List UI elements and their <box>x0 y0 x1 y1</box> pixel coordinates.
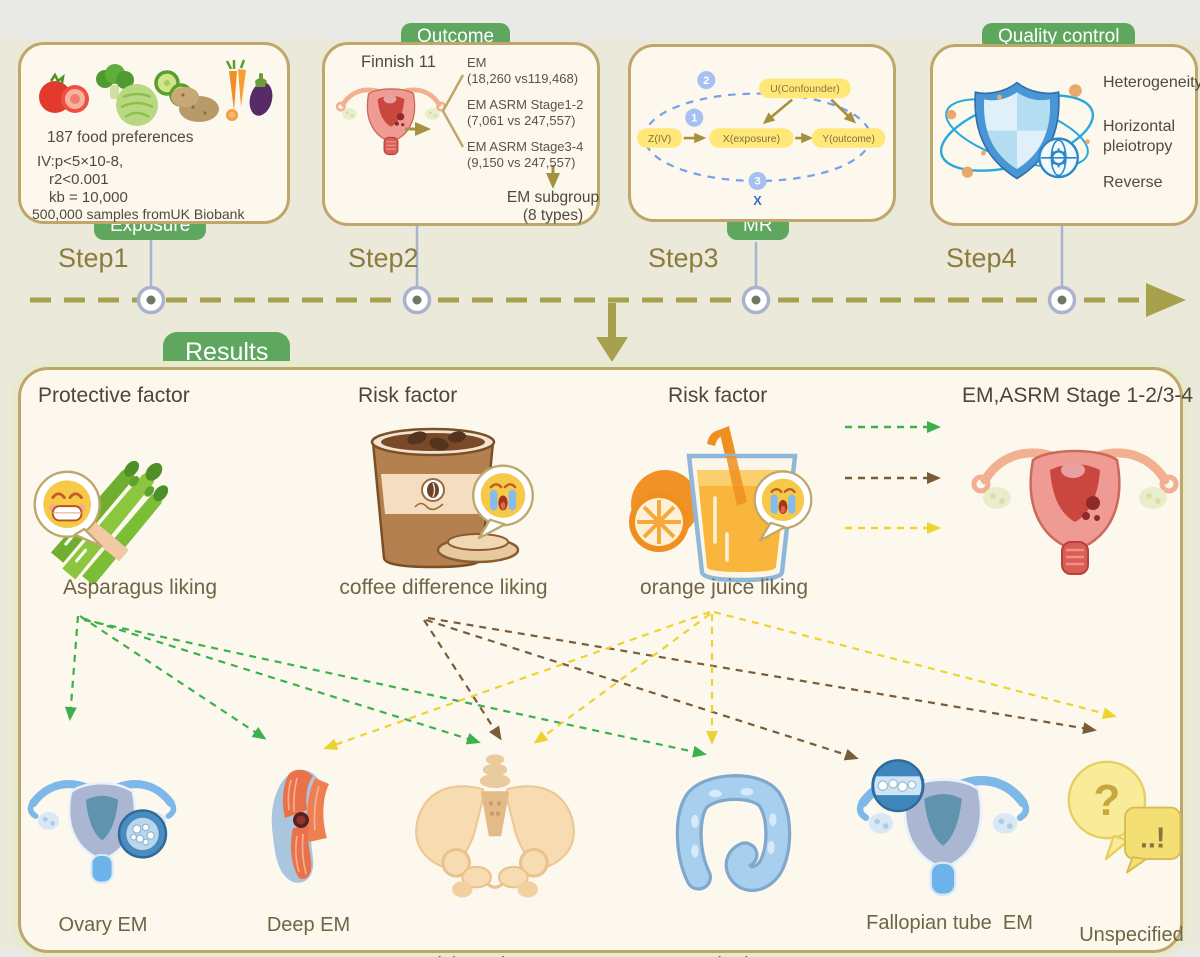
unspecified-illustration: ? ..! <box>1067 760 1182 874</box>
svg-text:U(Confounder): U(Confounder) <box>770 83 840 95</box>
results-box: Protective factor Risk factor Risk facto… <box>18 367 1193 957</box>
dag-node-confounder: U(Confounder) <box>759 78 851 99</box>
step2-label: Step2 <box>348 243 419 273</box>
svg-text:Y(outcome): Y(outcome) <box>822 134 875 145</box>
uterus-illustration <box>337 89 445 155</box>
panel-exposure: 187 food preferences IV:p<5×10-8, r2<0.0… <box>18 42 290 224</box>
dag-blocked-x-mark: X <box>753 193 762 208</box>
step4-label: Step4 <box>946 243 1017 273</box>
deep-em-illustration <box>271 769 329 883</box>
outcome-sample: (9,150 vs 247,557) <box>467 155 576 170</box>
risk-heading-coffee: Risk factor <box>358 384 458 407</box>
step3-label: Step3 <box>648 243 719 273</box>
outcome-graphics <box>325 74 560 189</box>
exposure-line: kb = 10,000 <box>49 189 128 206</box>
outcome-name: EM ASRM Stage1-2 <box>467 97 584 112</box>
coffee-label: coffee difference liking <box>339 576 548 599</box>
subtype-label-fallopian: Fallopian tube EM <box>866 912 1033 934</box>
dag-arrow-u-y <box>830 98 857 124</box>
outcome-name: EM <box>467 55 487 70</box>
svg-text:Z(IV): Z(IV) <box>648 133 671 145</box>
subtype-label-pelvic: Pelvic peritoneumEM <box>413 900 572 957</box>
tag-results: Results <box>163 332 291 373</box>
orange-juice-illustration <box>629 426 813 583</box>
protective-heading: Protective factor <box>38 384 190 407</box>
check-pleiotropy: Horizontal pleiotropy <box>1103 118 1176 155</box>
exposure-line: 187 food preferences <box>47 129 194 146</box>
cohort-label: Finnish 11 <box>361 53 436 71</box>
subgroup-label: EM subgroup <box>506 189 600 206</box>
svg-text:1: 1 <box>691 112 697 124</box>
panel-outcome: Finnish 11 EM (18,260 vs119,468) EM ASRM… <box>322 42 600 226</box>
dag-node-outcome: Y(outcome) <box>811 128 886 148</box>
risk-heading-juice: Risk factor <box>668 384 768 407</box>
mr-dag: U(Confounder) Z(IV) X(exposure) Y(outcom… <box>637 71 886 208</box>
ovary-em-illustration <box>21 754 183 896</box>
stage-heading: EM,ASRM Stage 1-2/3-4 <box>962 384 1194 407</box>
subgroup-count: (8 types) <box>522 207 584 224</box>
asparagus-illustration <box>33 460 169 584</box>
exposure-line: r2<0.001 <box>49 171 109 188</box>
step1-label: Step1 <box>58 243 129 273</box>
subtype-label-unspecified: Unspecified <box>1079 924 1184 946</box>
happy-emoji-bubble <box>33 470 103 548</box>
asparagus-label: Asparagus liking <box>62 576 218 599</box>
intestine-illustration <box>675 774 792 892</box>
svg-text:X(exposure): X(exposure) <box>723 133 780 145</box>
exclaim-mark: ..! <box>1140 823 1165 855</box>
vegetables-illustration <box>39 59 273 126</box>
outcome-name: EM ASRM Stage3-4 <box>467 139 584 154</box>
dag-number-1: 1 <box>685 108 704 127</box>
dag-node-exposure: X(exposure) <box>709 128 794 148</box>
fallopian-tube-em-illustration <box>849 759 1037 903</box>
outcome-sample: (18,260 vs119,468) <box>467 71 579 86</box>
dag-node-iv: Z(IV) <box>637 128 683 148</box>
outcome-sample: (7,061 vs 247,557) <box>467 113 576 128</box>
dag-number-3: 3 <box>748 171 767 190</box>
em-stage-uterus-illustration <box>951 418 1199 578</box>
coffee-illustration <box>370 427 535 569</box>
subtype-label-rectovaginal: Rectovaginalseptum and vagina EM <box>633 900 843 957</box>
pelvis-illustration <box>415 754 575 898</box>
svg-text:3: 3 <box>754 176 760 188</box>
panel-mr: U(Confounder) Z(IV) X(exposure) Y(outcom… <box>628 44 896 222</box>
question-mark: ? <box>1094 776 1121 825</box>
exposure-line: 500,000 samples fromUK Biobank <box>32 206 245 222</box>
subtype-label-ovary: Ovary EM <box>58 914 148 936</box>
bracket <box>441 74 465 148</box>
orange-juice-label: orange juice liking <box>639 576 809 599</box>
check-reverse: Reverse <box>1103 174 1163 191</box>
dag-number-2: 2 <box>697 71 716 90</box>
subtype-label-deep: Deep EM <box>266 914 351 936</box>
svg-text:2: 2 <box>703 75 709 87</box>
dag-arrow-u-x <box>762 98 793 125</box>
exposure-line: IV:p<5×10-8, <box>37 153 124 170</box>
shield-illustration <box>939 81 1095 180</box>
check-heterogeneity: Heterogeneity <box>1103 74 1200 91</box>
panel-quality-control: Heterogeneity Horizontal pleiotropy Reve… <box>930 44 1200 226</box>
